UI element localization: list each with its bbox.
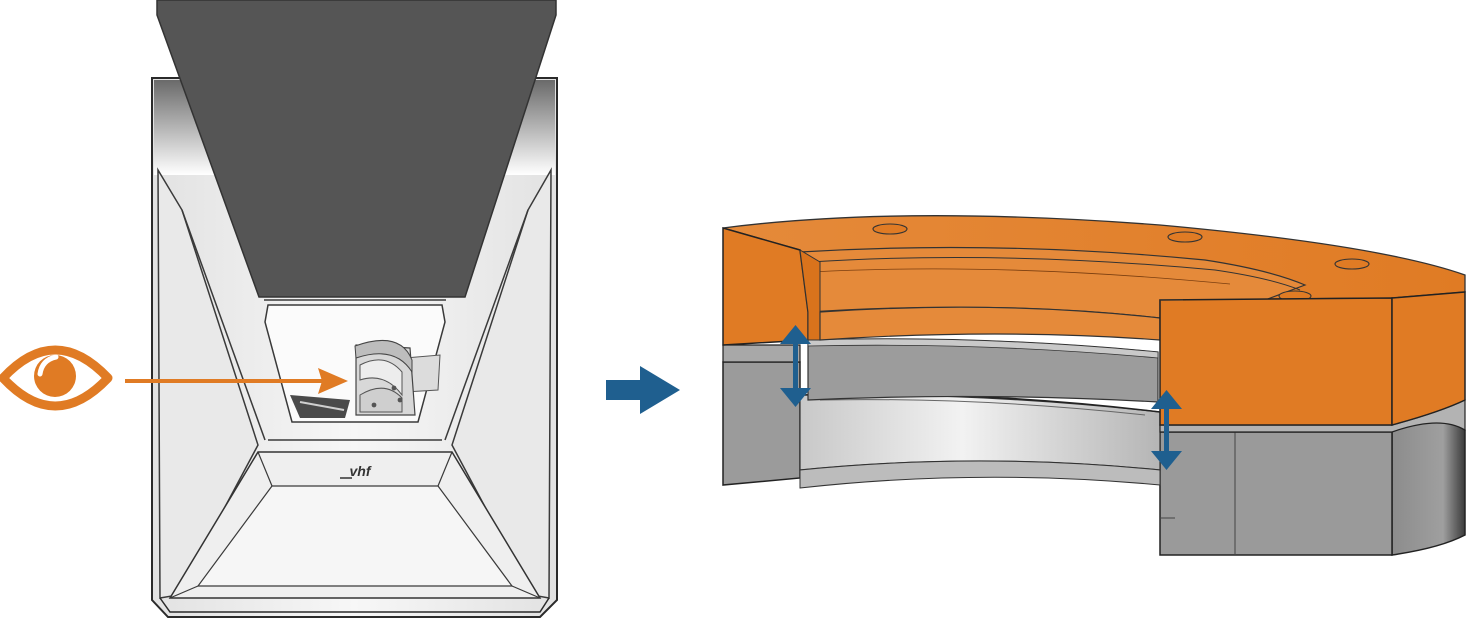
upper-ring-right-face bbox=[1159, 297, 1393, 426]
top-hole bbox=[1167, 231, 1203, 243]
spindle-hood bbox=[156, 0, 557, 298]
lower-ring-right-wall bbox=[1391, 411, 1466, 556]
clearance-arrow-right bbox=[1151, 390, 1182, 470]
upper-ring-left-inner-face bbox=[799, 249, 821, 341]
left-gap-step bbox=[722, 344, 801, 363]
transition-arrow bbox=[606, 366, 680, 414]
upper-ring-inner-edge bbox=[809, 257, 1301, 291]
view-direction-arrow bbox=[125, 368, 348, 394]
upper-ring-inner-chamfer bbox=[811, 268, 1231, 285]
machine-logo: vhf bbox=[350, 463, 372, 479]
middle-ring-top-face bbox=[807, 338, 1159, 359]
top-hole bbox=[1334, 258, 1370, 270]
clearance-arrow-left bbox=[780, 325, 811, 407]
eye-icon bbox=[0, 345, 113, 411]
upper-ring-right-wall bbox=[1391, 291, 1466, 426]
ring-holder-cross-section bbox=[722, 215, 1466, 556]
chamber-tool-edge bbox=[299, 401, 345, 411]
milling-machine: vhf bbox=[151, 0, 558, 618]
top-hole bbox=[872, 223, 908, 235]
ring-holder-small bbox=[354, 339, 416, 416]
lower-ring-right-face bbox=[1159, 431, 1393, 556]
housing-base-edge bbox=[159, 597, 550, 613]
lower-ring-ledge-inner bbox=[819, 399, 1146, 416]
lower-ring-bore-floor bbox=[799, 460, 1161, 489]
lower-ring-left-face bbox=[722, 361, 801, 486]
housing-v-frame bbox=[181, 209, 529, 441]
bottom-panel-bevel-lines bbox=[169, 451, 541, 599]
